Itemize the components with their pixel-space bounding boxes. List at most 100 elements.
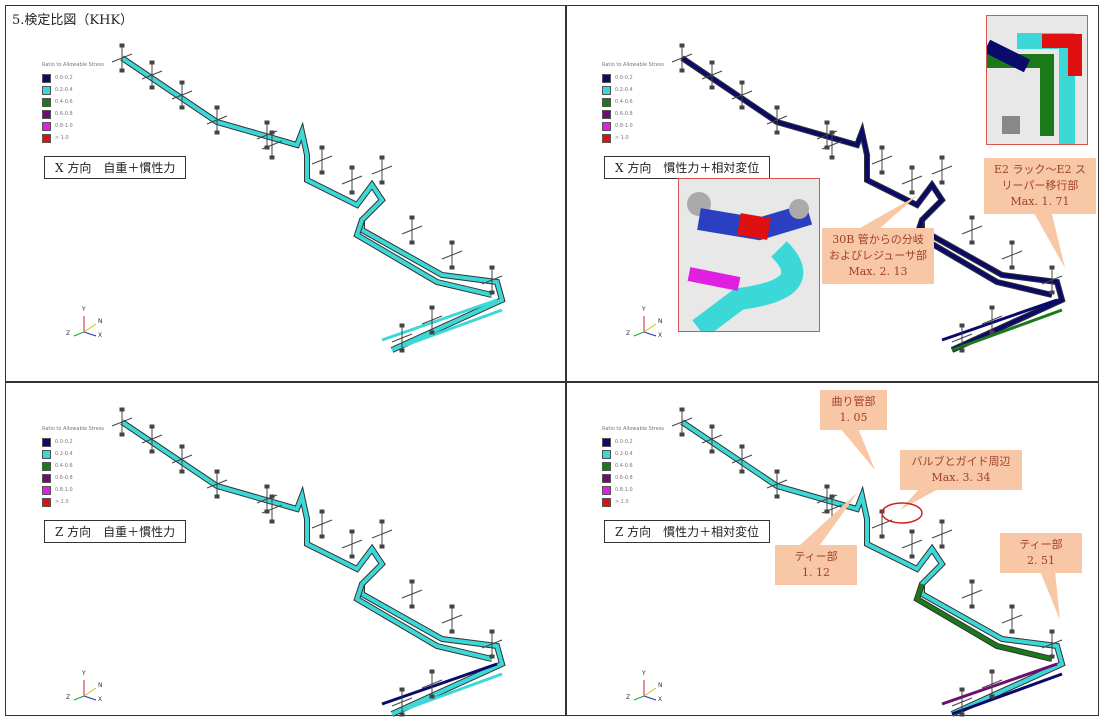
axis-y-label: Y — [82, 306, 86, 313]
axis-z-label: Z — [626, 330, 631, 337]
legend-item: 0.4-0.6 — [42, 96, 104, 108]
axis-n-label: N — [658, 682, 663, 689]
legend-swatch — [42, 85, 51, 95]
legend-item: 0.0-0.2 — [42, 72, 104, 84]
legend-item: > 1.0 — [602, 496, 664, 508]
legend-label: 0.8-1.0 — [55, 123, 73, 129]
axis-n-label: N — [98, 318, 103, 325]
legend-swatch — [602, 97, 611, 107]
legend-item: 0.6-0.8 — [42, 472, 104, 484]
legend-swatch — [42, 109, 51, 119]
legend-item: 0.2-0.4 — [42, 448, 104, 460]
legend-swatch — [42, 449, 51, 459]
legend-swatch — [602, 485, 611, 495]
axis-n-label: N — [658, 318, 663, 325]
stress-legend: Ratio to Allowable Stress 0.0-0.2 0.2-0.4 0… — [602, 426, 664, 508]
detail-inset-rack — [986, 15, 1088, 145]
legend-item: 0.0-0.2 — [42, 436, 104, 448]
legend-swatch — [42, 133, 51, 143]
detail-inset-branch — [678, 178, 820, 332]
legend-swatch — [602, 73, 611, 83]
legend-item: 0.0-0.2 — [602, 436, 664, 448]
legend-title: Ratio to Allowable Stress — [602, 426, 665, 432]
legend-title: Ratio to Allowable Stress — [42, 62, 105, 68]
legend-swatch — [602, 85, 611, 95]
legend-swatch — [42, 473, 51, 483]
legend-item: 0.6-0.8 — [602, 108, 664, 120]
axis-triad: Y Z X N — [66, 670, 112, 706]
axis-x-label: X — [658, 696, 663, 703]
legend-item: 0.0-0.2 — [602, 72, 664, 84]
legend-swatch — [42, 97, 51, 107]
legend-label: 0.4-0.6 — [55, 99, 73, 105]
legend-label: 0.6-0.8 — [615, 475, 633, 481]
horizontal-divider — [5, 381, 1099, 383]
legend-label: 0.8-1.0 — [615, 487, 633, 493]
axis-z-label: Z — [66, 330, 71, 337]
legend-label: 0.0-0.2 — [55, 75, 73, 81]
legend-item: 0.4-0.6 — [602, 460, 664, 472]
legend-swatch — [42, 497, 51, 507]
legend-label: 0.4-0.6 — [55, 463, 73, 469]
legend-label: 0.4-0.6 — [615, 99, 633, 105]
legend-item: 0.2-0.4 — [42, 84, 104, 96]
load-case-label: X 方向 慣性力＋相対変位 — [604, 156, 771, 179]
legend-label: > 1.0 — [615, 499, 629, 505]
legend-label: 0.2-0.4 — [615, 451, 633, 457]
legend-label: 0.8-1.0 — [55, 487, 73, 493]
panel-x-weight-inertia: Ratio to Allowable Stress 0.0-0.2 0.2-0.4 0… — [12, 20, 557, 360]
legend-swatch — [602, 109, 611, 119]
legend-label: > 1.0 — [615, 135, 629, 141]
legend-title: Ratio to Allowable Stress — [602, 62, 665, 68]
legend-item: > 1.0 — [42, 132, 104, 144]
legend-label: 0.0-0.2 — [615, 439, 633, 445]
axis-x-label: X — [98, 332, 103, 339]
legend-label: 0.0-0.2 — [55, 439, 73, 445]
legend-item: 0.4-0.6 — [602, 96, 664, 108]
legend-item: 0.8-1.0 — [42, 484, 104, 496]
legend-item: 0.6-0.8 — [42, 108, 104, 120]
axis-triad: Y Z X N — [66, 306, 112, 342]
axis-y-label: Y — [642, 670, 646, 677]
load-case-label: Z 方向 慣性力＋相対変位 — [604, 520, 771, 543]
legend-item: 0.6-0.8 — [602, 472, 664, 484]
legend-swatch — [602, 121, 611, 131]
legend-item: > 1.0 — [42, 496, 104, 508]
legend-swatch — [602, 497, 611, 507]
legend-label: > 1.0 — [55, 499, 69, 505]
legend-swatch — [42, 461, 51, 471]
legend-label: 0.0-0.2 — [615, 75, 633, 81]
axis-triad: Y Z X N — [626, 306, 672, 342]
legend-item: 0.8-1.0 — [602, 120, 664, 132]
axis-x-label: X — [658, 332, 663, 339]
legend-label: 0.2-0.4 — [55, 87, 73, 93]
axis-z-label: Z — [66, 694, 71, 701]
legend-swatch — [602, 133, 611, 143]
legend-swatch — [602, 437, 611, 447]
legend-swatch — [602, 473, 611, 483]
legend-label: 0.4-0.6 — [615, 463, 633, 469]
page-title: 5.検定比図（KHK） — [12, 13, 134, 28]
axis-z-label: Z — [626, 694, 631, 701]
legend-label: 0.2-0.4 — [55, 451, 73, 457]
stress-legend: Ratio to Allowable Stress 0.0-0.2 0.2-0.4 0… — [42, 426, 104, 508]
legend-item: 0.8-1.0 — [42, 120, 104, 132]
axis-x-label: X — [98, 696, 103, 703]
legend-item: 0.4-0.6 — [42, 460, 104, 472]
legend-title: Ratio to Allowable Stress — [42, 426, 105, 432]
load-case-label: X 方向 自重＋慣性力 — [44, 156, 187, 179]
axis-triad: Y Z X N — [626, 670, 672, 706]
axis-n-label: N — [98, 682, 103, 689]
axis-y-label: Y — [642, 306, 646, 313]
piping-model — [111, 407, 506, 717]
legend-label: 0.6-0.8 — [55, 111, 73, 117]
legend-label: > 1.0 — [55, 135, 69, 141]
stress-legend: Ratio to Allowable Stress 0.0-0.2 0.2-0.4 0… — [42, 62, 104, 144]
legend-swatch — [42, 437, 51, 447]
